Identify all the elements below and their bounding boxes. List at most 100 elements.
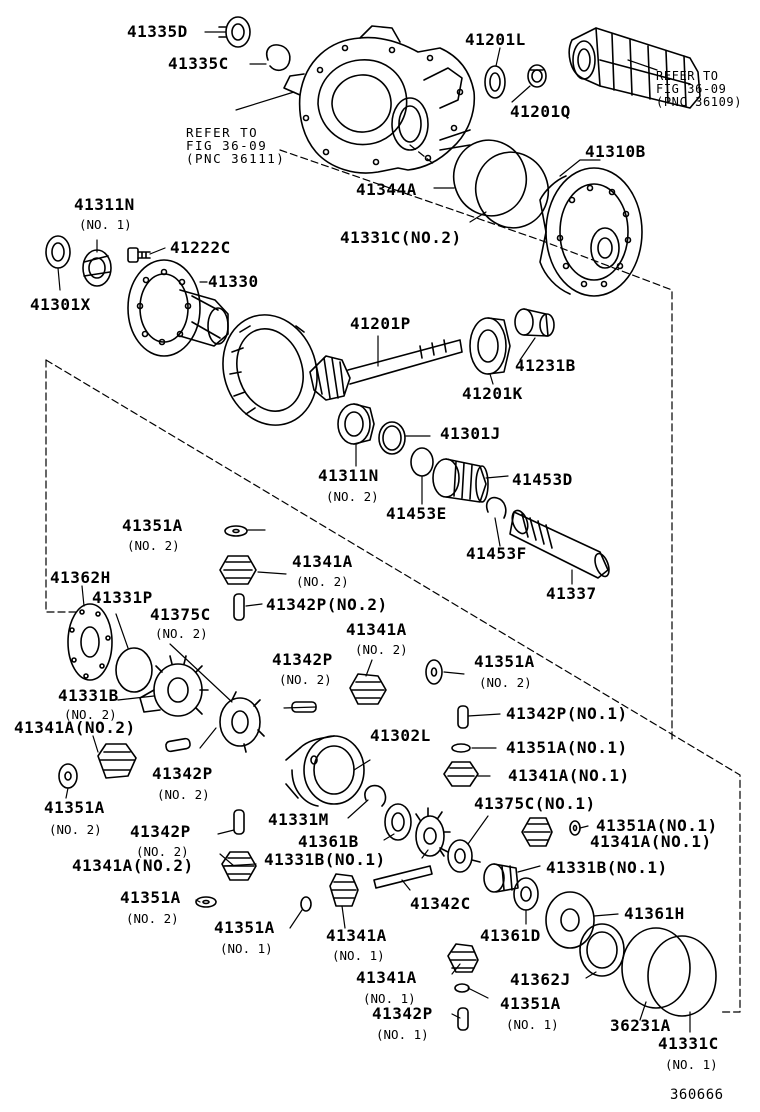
collar-41231B-drawing <box>514 308 555 337</box>
leader-lines <box>57 31 691 1033</box>
label-41351A-2-note: (NO. 2) <box>479 675 532 690</box>
washer-41351A-3-drawing <box>451 743 471 753</box>
pinion-41341A-7-drawing <box>329 873 359 907</box>
washer-41361D-drawing <box>513 877 539 911</box>
label-41301J: 41301J <box>440 424 501 443</box>
figure-number: 360666 <box>670 1087 724 1103</box>
label-41342P-4: 41342P <box>152 764 213 783</box>
label-41362J: 41362J <box>510 970 571 989</box>
label-41341A-5: 41341A(NO.1) <box>590 832 712 851</box>
label-41351A-1: 41351A <box>122 516 183 535</box>
pinion-41341A-2-drawing <box>349 673 387 705</box>
refer-note-tail-housing: REFER TO FIG 36-09 (PNC 36109) <box>656 69 743 109</box>
label-41341A-1-note: (NO. 2) <box>296 574 349 589</box>
shaft-41337-drawing <box>509 509 610 579</box>
label-41351A-4-note: (NO. 2) <box>49 822 102 837</box>
label-41341A-8-note: (NO. 1) <box>363 991 416 1006</box>
bolt-41222C-drawing <box>127 247 151 263</box>
gear-41331B-3-drawing <box>483 863 519 893</box>
label-36231A: 36231A <box>610 1016 671 1035</box>
label-41231B: 41231B <box>515 356 576 375</box>
label-41341A-4: 41341A(NO.1) <box>508 766 630 785</box>
label-41201P: 41201P <box>350 314 411 333</box>
label-41331B-1-note: (NO. 2) <box>64 707 117 722</box>
label-41351A-6: 41351A <box>120 888 181 907</box>
label-41344A: 41344A <box>356 180 417 199</box>
label-41453D: 41453D <box>512 470 573 489</box>
label-41331P: 41331P <box>92 588 153 607</box>
label-41331C-no1: 41331C <box>658 1034 719 1053</box>
label-41335C: 41335C <box>168 54 229 73</box>
label-41342P-6: 41342P <box>372 1004 433 1023</box>
label-41331M: 41331M <box>268 810 329 829</box>
seal-41201Q-drawing <box>527 64 547 88</box>
label-41331B-1: 41331B <box>58 686 119 705</box>
gear-41331B-2-drawing <box>415 807 451 857</box>
shim-41301J-drawing <box>378 421 406 455</box>
plate-41362J-drawing <box>579 923 625 977</box>
label-41311N-top-note: (NO. 1) <box>79 217 132 232</box>
washer-41351A-1-drawing <box>224 525 248 537</box>
tail-housing-drawing <box>568 27 701 109</box>
ring-41453E-drawing <box>410 447 434 477</box>
label-41351A-8-note: (NO. 1) <box>506 1017 559 1032</box>
washer-41351A-6-drawing <box>195 896 217 908</box>
label-41222C: 41222C <box>170 238 231 257</box>
label-41201Q: 41201Q <box>510 102 571 121</box>
label-41331C-no2: 41331C(NO.2) <box>340 228 462 247</box>
label-41341A-7-note: (NO. 1) <box>332 948 385 963</box>
label-41342P-6-note: (NO. 1) <box>376 1027 429 1042</box>
label-41351A-4: 41351A <box>44 798 105 817</box>
label-41362H: 41362H <box>50 568 111 587</box>
label-41337: 41337 <box>546 584 597 603</box>
shaft-41342P-6-drawing <box>457 1007 469 1031</box>
pinion-41341A-5-drawing <box>521 817 553 847</box>
label-41351A-8: 41351A <box>500 994 561 1013</box>
snap-ring-41331M-drawing <box>364 784 387 807</box>
bearing-41201K-drawing <box>469 317 511 375</box>
washer-41351A-8-drawing <box>454 983 470 993</box>
label-41331B-2: 41331B(NO.1) <box>264 850 386 869</box>
label-41361H: 41361H <box>624 904 685 923</box>
label-41351A-7-note: (NO. 1) <box>220 941 273 956</box>
label-41331B-3: 41331B(NO.1) <box>546 858 668 877</box>
label-41301X: 41301X <box>30 295 91 314</box>
bearing-41453D-drawing <box>432 458 489 503</box>
bearing-41311N-mid-drawing <box>337 403 375 445</box>
shaft-41342P-3-drawing <box>457 705 469 729</box>
label-41361B: 41361B <box>298 832 359 851</box>
label-41375C-1: 41375C <box>150 605 211 624</box>
label-41302L: 41302L <box>370 726 431 745</box>
spider-41375C-1-drawing <box>219 691 265 753</box>
spider-41375C-2-drawing <box>439 839 481 873</box>
pinion-41201P-drawing <box>309 339 463 401</box>
label-41351A-3: 41351A(NO.1) <box>506 738 628 757</box>
label-41311N-mid-note: (NO. 2) <box>326 489 379 504</box>
label-41342P-3: 41342P(NO.1) <box>506 704 628 723</box>
label-41453F: 41453F <box>466 544 527 563</box>
washer-41351A-4-drawing <box>58 763 78 789</box>
label-41351A-1-note: (NO. 2) <box>127 538 180 553</box>
shaft-41342P-4-drawing <box>165 737 191 753</box>
label-41375C-2: 41375C(NO.1) <box>474 794 596 813</box>
label-41335D: 41335D <box>127 22 188 41</box>
label-41331C-no1-note: (NO. 1) <box>665 1057 718 1072</box>
washer-41361H-drawing <box>545 891 595 949</box>
shim-41301X-drawing <box>45 235 71 269</box>
label-41342P-1: 41342P(NO.2) <box>266 595 388 614</box>
label-41341A-1: 41341A <box>292 552 353 571</box>
gear-41331B-1-drawing <box>139 655 209 717</box>
rings-41344A-41331C-drawing <box>452 139 550 229</box>
flange-41330-drawing <box>127 259 229 357</box>
label-41341A-3: 41341A(NO.2) <box>14 718 136 737</box>
pinion-41341A-4-drawing <box>443 761 479 787</box>
label-41342P-4-note: (NO. 2) <box>157 787 210 802</box>
plate-41362H-drawing <box>67 603 113 681</box>
label-41341A-8: 41341A <box>356 968 417 987</box>
label-41351A-2: 41351A <box>474 652 535 671</box>
label-41361D: 41361D <box>480 926 541 945</box>
label-41351A-7: 41351A <box>214 918 275 937</box>
snap-ring-41335C-drawing <box>265 44 291 72</box>
ring-41331P-drawing <box>115 647 153 693</box>
